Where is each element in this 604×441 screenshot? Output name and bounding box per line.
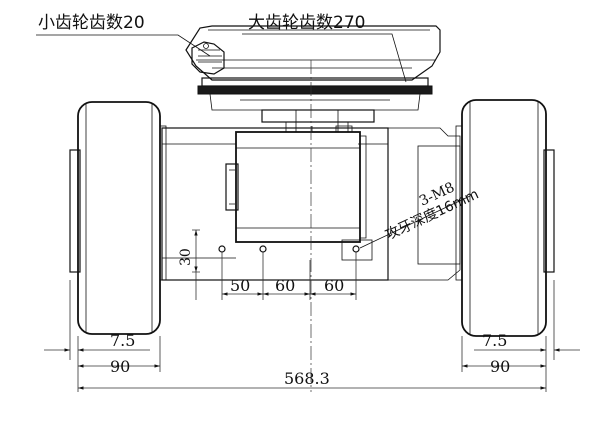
large-gear-label: 大齿轮齿数270 [248,13,365,33]
dim-90-right: 90 [490,357,510,376]
dim-90-left: 90 [110,357,130,376]
left-wheel [69,101,167,335]
dim-30: 30 [178,248,194,266]
large-gear-leader [242,33,407,83]
dim-60-b: 60 [324,276,344,295]
dim-7-5-left: 7.5 [110,331,135,350]
dim-60-a: 60 [275,276,295,295]
slewing-ring-assembly [185,25,441,111]
dim-568-3: 568.3 [284,369,330,388]
pinion-gear [191,41,225,75]
small-gear-leader [36,34,211,57]
frame-body [161,127,461,281]
thread-note: 3-M8 攻牙深度16mm [359,180,481,249]
motor [225,125,367,243]
dim-hole-spacing: 50 60 60 [221,252,357,300]
yoke-plate [261,109,375,133]
dim-50: 50 [230,276,250,295]
mounting-holes [218,239,373,261]
dim-hole-height: 30 [178,229,200,300]
dim-right-wheel: 7.5 90 [461,280,580,392]
dim-overall: 568.3 [78,369,546,390]
dim-left-wheel: 7.5 90 [44,280,161,392]
dim-7-5-right: 7.5 [482,331,507,350]
small-gear-label: 小齿轮齿数20 [38,13,145,33]
right-wheel [455,99,555,337]
